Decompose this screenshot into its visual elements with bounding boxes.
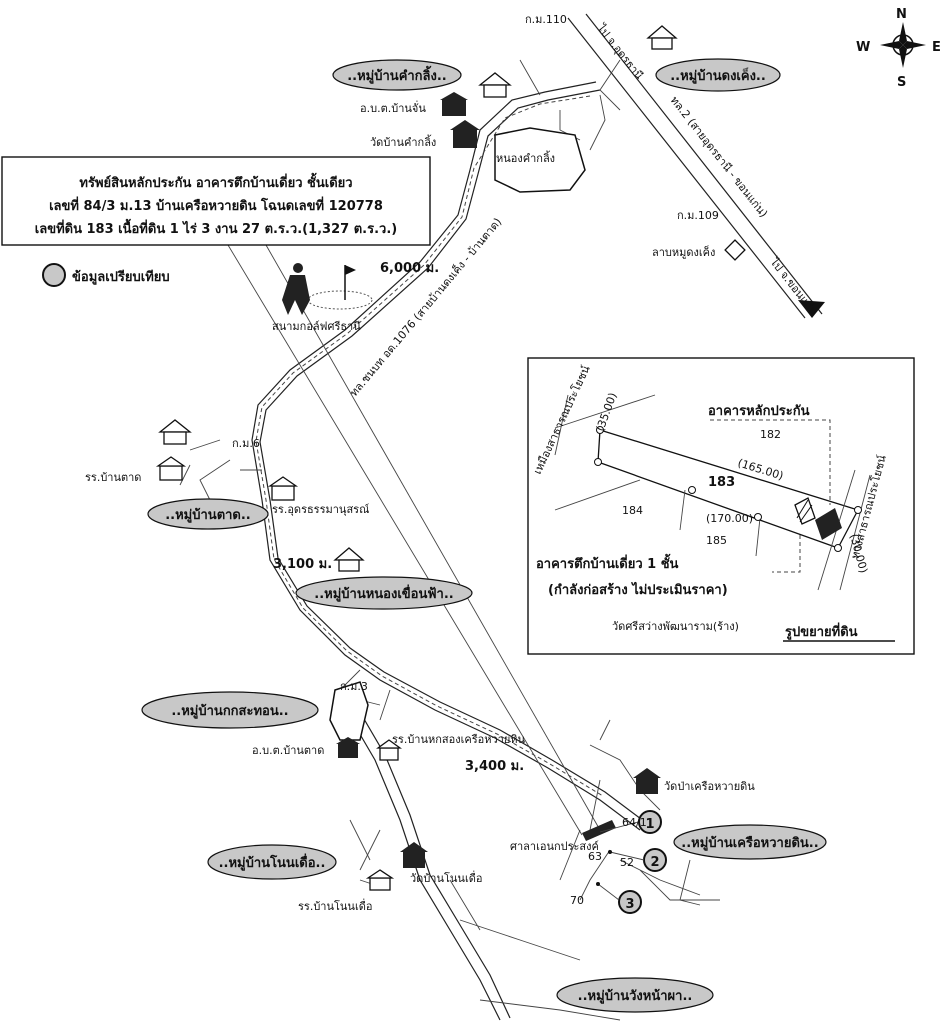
temple-icon	[400, 842, 428, 868]
property-line1: ทรัพย์สินหลักประกัน อาคารตึกบ้านเดี่ยว ช…	[79, 172, 352, 191]
km109-label: ก.ม.109	[677, 209, 719, 222]
sala-label: ศาลาเอนกประสงค์	[510, 840, 599, 853]
dist-3400-label: 3,400 ม.	[465, 759, 524, 774]
village-dong-kheng: ..หมู่บ้านดงเค็ง..	[655, 58, 781, 92]
village-kham-kling: ..หมู่บ้านคำกลิ้ง..	[332, 59, 462, 91]
hwy2-label: ทล.2 (สายอุดรธานี - ขอนแก่น)	[668, 94, 771, 220]
compass-e: E	[932, 40, 941, 55]
lake-kok-sathon	[329, 681, 369, 741]
school-non-duea-label: รร.บ้านโนนเดื่อ	[298, 898, 372, 913]
svg-text:..หมู่บ้านวังหน้าผา..: ..หมู่บ้านวังหน้าผา..	[578, 988, 693, 1004]
house-icon	[158, 419, 192, 445]
village-nong-khuean-fa: ..หมู่บ้านหนองเขื่อนฟ้า..	[295, 576, 473, 610]
km3-label: ก.ม.3	[340, 680, 368, 693]
golf-icon	[282, 263, 373, 315]
legend: ข้อมูลเปรียบเทียบ	[42, 263, 170, 287]
inset-building1: อาคารตึกบ้านเดี่ยว 1 ชั้น	[536, 553, 679, 572]
inset-building2: (กำลังก่อสร้าง ไม่ประเมินราคา)	[548, 581, 728, 598]
inset-collateral-label: อาคารหลักประกัน	[708, 404, 810, 419]
dist-6000-label: 6,000 ม.	[380, 261, 439, 276]
temple-icon	[633, 768, 661, 794]
school-icon	[365, 869, 395, 891]
km110-label: ก.ม.110	[525, 13, 567, 26]
inset-182: 182	[760, 428, 781, 441]
lake-kham-kling	[494, 127, 586, 193]
inset-184: 184	[622, 504, 643, 517]
compass-n: N	[896, 7, 907, 22]
highway-2	[567, 13, 825, 319]
inset-183: 183	[708, 475, 735, 490]
to-udon-label: ไป จ.อุดรธานี	[594, 21, 646, 82]
office-icon	[440, 92, 468, 116]
wat-pa-label: วัดป่าเครือหวายดิน	[664, 780, 755, 793]
temple-icon	[450, 120, 480, 148]
inset-land-plan: เหมืองสาธารณประโยชน์ (35.00) อาคารหลักปร…	[527, 357, 915, 655]
office-icon	[336, 737, 360, 758]
school-icon	[376, 739, 402, 761]
svg-text:..หมู่บ้านดงเค็ง..: ..หมู่บ้านดงเค็ง..	[670, 66, 766, 84]
property-info-box: ทรัพย์สินหลักประกัน อาคารตึกบ้านเดี่ยว ช…	[1, 156, 431, 246]
larb-shop-marker	[724, 239, 746, 261]
marker-2: 2	[643, 848, 667, 872]
inset-185: 185	[706, 534, 727, 547]
sala-building	[582, 820, 616, 841]
property-line3: เลขที่ดิน 183 เนื้อที่ดิน 1 ไร่ 3 งาน 27…	[35, 218, 397, 237]
svg-text:2: 2	[650, 855, 659, 870]
house-no-70: 70	[570, 894, 584, 907]
compass-s: S	[897, 75, 906, 90]
house-no-52: 52	[620, 856, 634, 869]
house-no-63: 63	[588, 850, 602, 863]
village-khruea-huai-din: ..หมู่บ้านเครือหวายดิน..	[673, 824, 827, 860]
wat-non-duea-label: วัดบ้านโนนเดื่อ	[410, 870, 482, 885]
house-icon	[646, 25, 678, 50]
inset-title: รูปขยายที่ดิน	[785, 622, 858, 640]
projection-line	[227, 244, 601, 836]
svg-text:..หมู่บ้านหนองเขื่อนฟ้า..: ..หมู่บ้านหนองเขื่อนฟ้า..	[314, 584, 453, 602]
svg-text:..หมู่บ้านคำกลิ้ง..: ..หมู่บ้านคำกลิ้ง..	[347, 65, 447, 84]
village-non-duea: ..หมู่บ้านโนนเดื่อ..	[207, 844, 337, 880]
school-udon-tham-label: รร.อุดรธรรมานุสรณ์	[272, 503, 369, 516]
village-kok-sathon: ..หมู่บ้านกกสะทอน..	[141, 691, 319, 729]
to-khonkaen-label: ไป จ.ขอนแก่น	[767, 255, 821, 318]
village-wang-na-pha: ..หมู่บ้านวังหน้าผา..	[556, 977, 714, 1013]
svg-text:..หมู่บ้านเครือหวายดิน..: ..หมู่บ้านเครือหวายดิน..	[681, 835, 818, 851]
wat-kham-kling-label: วัดบ้านคำกลิ้ง	[370, 134, 436, 149]
compass-w: W	[856, 40, 870, 55]
svg-text:..หมู่บ้านตาด..: ..หมู่บ้านตาด..	[165, 507, 251, 523]
house-no-64: 64/1	[622, 816, 647, 829]
lake-label: หนองคำกลิ้ง	[496, 150, 555, 165]
dist-3100-label: 3,100 ม.	[273, 557, 332, 572]
marker-1: 1	[638, 810, 662, 834]
km6-label: ก.ม.6	[232, 437, 260, 450]
inset-d170: (170.00)	[706, 512, 753, 525]
svg-text:3: 3	[625, 897, 634, 912]
golf-label: สนามกอล์ฟศรีธานี	[272, 320, 361, 333]
school-icon	[155, 456, 187, 481]
svg-text:..หมู่บ้านกกสะทอน..: ..หมู่บ้านกกสะทอน..	[171, 703, 288, 719]
svg-text:..หมู่บ้านโนนเดื่อ..: ..หมู่บ้านโนนเดื่อ..	[219, 853, 326, 871]
school-nok-song-label: รร.บ้านหกสองเครือหวายหิน	[392, 733, 526, 746]
compass-rose: N S E W	[856, 7, 941, 90]
obt-ban-chan-label: อ.บ.ต.บ้านจั่น	[360, 100, 426, 115]
inset-wat-sri: วัดศรีสว่างพัฒนาราม(ร้าง)	[612, 620, 739, 633]
property-line2: เลขที่ 84/3 ม.13 บ้านเครือหวายดิน โฉนดเล…	[49, 196, 383, 214]
marker-3: 3	[618, 890, 642, 914]
larb-moo-label: ลาบหมูดงเค็ง	[652, 245, 715, 259]
legend-text: ข้อมูลเปรียบเทียบ	[72, 269, 170, 285]
village-ban-tad: ..หมู่บ้านตาด..	[147, 498, 269, 530]
village-streets	[179, 59, 720, 1021]
school-ban-tad-label: รร.บ้านตาด	[85, 471, 141, 484]
obt-ban-tad-label: อ.บ.ต.บ้านตาด	[252, 744, 324, 757]
house-icon	[333, 547, 365, 572]
school-icon	[267, 476, 299, 501]
svg-text:1: 1	[645, 817, 654, 832]
house-icon	[478, 72, 512, 98]
